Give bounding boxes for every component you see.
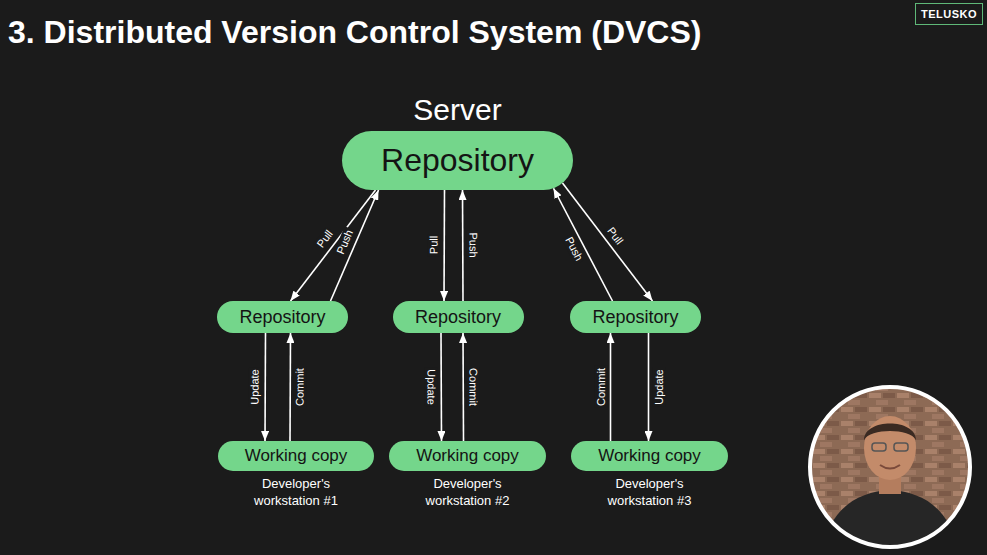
flow-arrow [443,190,445,301]
node-text: Working copy [245,446,348,466]
node-text: Repository [592,307,678,328]
edge-label: Pull [428,234,441,256]
node-text: Repository [415,307,501,328]
edge-label: Commit [467,366,480,408]
edge-label: Commit [294,366,307,408]
edge-label: Pull [603,223,627,249]
flow-arrow [462,190,464,301]
diagram-title: 3. Distributed Version Control System (D… [8,14,701,51]
flow-arrow [264,333,266,441]
node-text: Repository [381,142,534,179]
node-text: Working copy [416,446,519,466]
repository-pill: ServerRepository [342,131,573,190]
repository-pill: Working copyDeveloper's workstation #3 [571,441,728,471]
repository-pill: Working copyDeveloper's workstation #1 [218,441,374,471]
flow-arrow [610,333,612,441]
webcam-ring [810,387,970,547]
edge-label: Update [652,367,665,406]
edge-label: Push [334,226,357,258]
edge-label: Commit [594,366,607,408]
repository-pill: Repository [393,301,524,333]
node-text: Repository [239,307,325,328]
workstation-caption: Developer's workstation #2 [405,475,530,509]
flow-arrow [289,333,291,441]
flow-arrow [440,333,442,441]
flow-arrow [554,188,613,301]
flow-arrow [563,183,653,301]
edge-label: Push [466,231,479,260]
repository-pill: Repository [217,301,348,333]
workstation-caption: Developer's workstation #1 [234,475,359,509]
edge-label: Update [249,367,262,407]
flow-arrow [648,333,650,441]
repository-pill: Repository [570,301,701,333]
workstation-caption: Developer's workstation #3 [587,475,712,509]
webcam-picture [808,385,973,555]
edge-label: Update [425,367,438,407]
flow-arrow [462,333,464,441]
watermark: TELUSKO [915,3,983,25]
flow-arrow [291,190,376,301]
flow-arrow [331,190,379,301]
edge-label: Push [562,233,587,265]
repository-pill: Working copyDeveloper's workstation #2 [389,441,546,471]
server-heading: Server [413,93,501,127]
edge-label: Pull [313,227,337,253]
node-text: Working copy [598,446,701,466]
